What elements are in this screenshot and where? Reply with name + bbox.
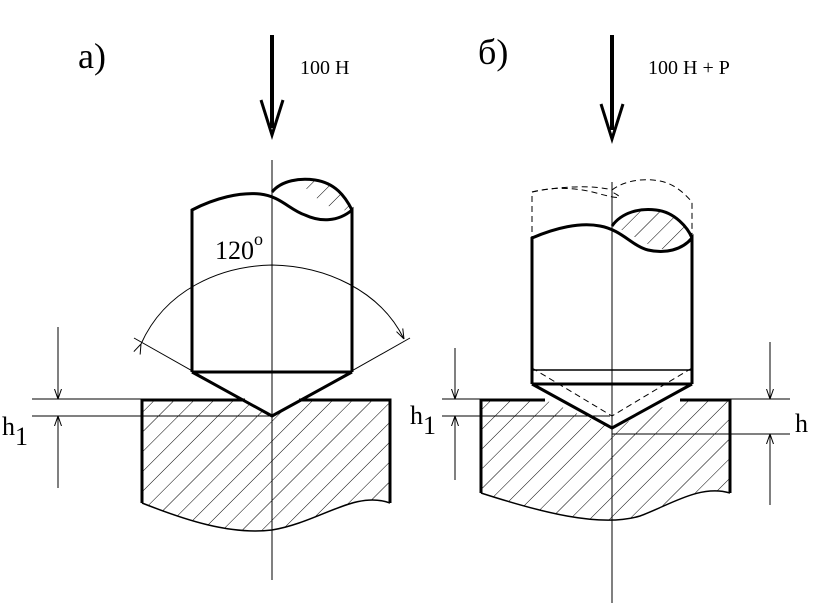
angle-dimension-a [134,264,411,417]
specimen-a [140,398,392,532]
angle-unit: о [254,229,263,249]
depth-sub-a: 1 [15,422,28,451]
depth-dimension-h-b [612,342,790,505]
force-arrow-b [599,35,625,145]
angle-value: 120 [215,236,254,265]
specimen-b [479,398,732,521]
panel-a-label: а) [78,36,106,76]
depth-label-h-b: h [795,409,808,438]
panel-a [32,35,411,580]
depth-dimension-h1-b [442,348,610,480]
depth-main-a: h [2,412,15,441]
depth-label-a: h1 [2,412,28,450]
force-label-a: 100 Н [300,57,350,79]
depth-dimension-a [32,327,270,488]
depth-main-b: h [410,401,423,430]
depth-label-h1-b: h1 [410,401,436,439]
panel-b-label: б) [478,32,509,72]
depth-sub-b: 1 [423,411,436,440]
panel-b [442,35,790,603]
force-label-b: 100 Н + Р [648,57,730,79]
angle-label-a: 120о [215,230,263,265]
force-arrow-a [259,35,285,141]
